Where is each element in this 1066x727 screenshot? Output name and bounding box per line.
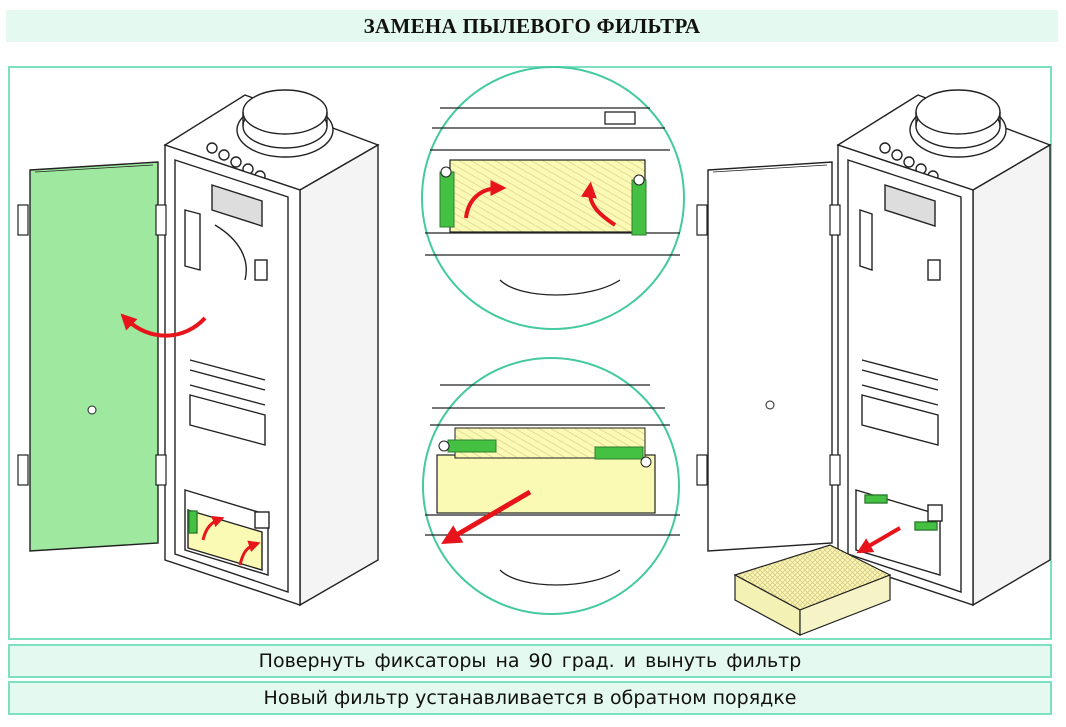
red-curved-arrow-icon — [464, 180, 507, 219]
page-title: ЗАМЕНА ПЫЛЕВОГО ФИЛЬТРА — [363, 13, 701, 38]
red-curved-arrow-icon — [201, 515, 225, 541]
red-curved-arrow-icon — [580, 181, 617, 227]
caption-step: Повернуть фиксаторы на 90 град. и вынуть… — [8, 644, 1052, 678]
caption-note: Новый фильтр устанавливается в обратном … — [8, 681, 1052, 715]
caption-step-text: Повернуть фиксаторы на 90 град. и вынуть… — [258, 650, 802, 672]
left-open-door — [17, 161, 167, 552]
caption-note-text: Новый фильтр устанавливается в обратном … — [263, 687, 797, 709]
title-bar: ЗАМЕНА ПЫЛЕВОГО ФИЛЬТРА — [6, 10, 1058, 42]
red-straight-arrow-icon — [856, 526, 902, 554]
red-curved-arrow-icon — [238, 540, 261, 566]
right-open-door — [696, 161, 841, 552]
red-curved-arrow-icon — [120, 313, 207, 338]
detail-circle-top — [421, 66, 685, 330]
removed-filter — [733, 544, 892, 637]
red-straight-arrow-icon — [441, 489, 532, 545]
right-unit — [836, 89, 1052, 607]
detail-circle-bottom — [422, 357, 680, 615]
left-unit — [163, 89, 380, 607]
